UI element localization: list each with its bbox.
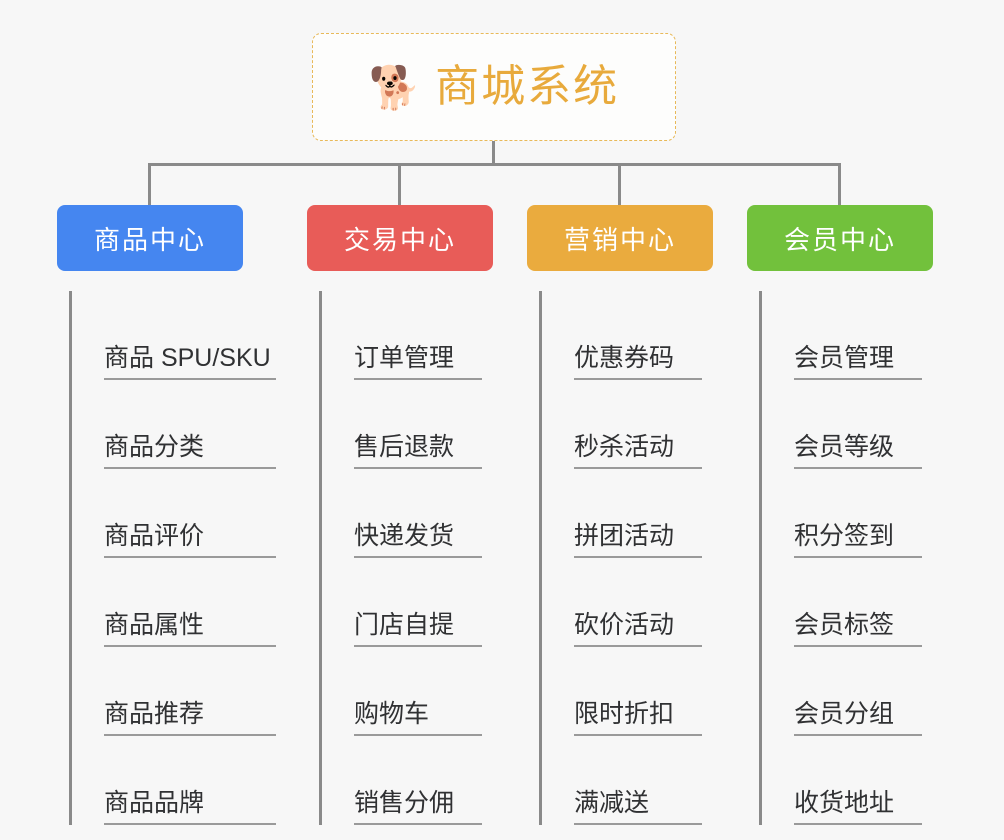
list-item[interactable]: 商品 SPU/SKU (72, 291, 307, 380)
leaf-label: 满减送 (574, 789, 702, 825)
list-item[interactable]: 售后退款 (322, 380, 529, 469)
root-title: 商城系统 (435, 62, 620, 111)
category-header-2[interactable]: 营销中心 (527, 205, 713, 271)
leaf-list-3: 会员管理 会员等级 积分签到 会员标签 会员分组 收货地址 (759, 291, 969, 825)
list-item[interactable]: 会员标签 (762, 558, 969, 647)
leaf-label: 秒杀活动 (574, 433, 702, 469)
leaf-label: 商品评价 (104, 522, 276, 558)
list-item[interactable]: 购物车 (322, 647, 529, 736)
leaf-label: 会员等级 (794, 433, 922, 469)
list-item[interactable]: 会员管理 (762, 291, 969, 380)
leaf-label: 会员分组 (794, 700, 922, 736)
leaf-list-1: 订单管理 售后退款 快递发货 门店自提 购物车 销售分佣 (319, 291, 529, 825)
leaf-label: 商品分类 (104, 433, 276, 469)
list-item[interactable]: 订单管理 (322, 291, 529, 380)
leaf-label: 商品推荐 (104, 700, 276, 736)
leaf-label: 限时折扣 (574, 700, 702, 736)
leaf-label: 商品品牌 (104, 789, 276, 825)
list-item[interactable]: 会员分组 (762, 647, 969, 736)
leaf-label: 会员标签 (794, 611, 922, 647)
list-item[interactable]: 砍价活动 (542, 558, 749, 647)
list-item[interactable]: 限时折扣 (542, 647, 749, 736)
connector-drop-2 (618, 163, 621, 207)
list-item[interactable]: 满减送 (542, 736, 749, 825)
list-item[interactable]: 商品分类 (72, 380, 307, 469)
branch-商品中心: 商品中心 商品 SPU/SKU 商品分类 商品评价 商品属性 商品推荐 商品品牌 (57, 205, 307, 825)
leaf-label: 快递发货 (354, 522, 482, 558)
leaf-label: 会员管理 (794, 344, 922, 380)
list-item[interactable]: 门店自提 (322, 558, 529, 647)
leaf-list-2: 优惠券码 秒杀活动 拼团活动 砍价活动 限时折扣 满减送 (539, 291, 749, 825)
list-item[interactable]: 商品评价 (72, 469, 307, 558)
list-item[interactable]: 商品属性 (72, 558, 307, 647)
leaf-label: 售后退款 (354, 433, 482, 469)
connector-horizontal-bus (148, 163, 840, 166)
leaf-label: 商品 SPU/SKU (104, 344, 276, 380)
leaf-label: 优惠券码 (574, 344, 702, 380)
leaf-label: 订单管理 (354, 344, 482, 380)
list-item[interactable]: 收货地址 (762, 736, 969, 825)
list-item[interactable]: 会员等级 (762, 380, 969, 469)
root-node[interactable]: 🐕 商城系统 (312, 33, 676, 141)
leaf-label: 商品属性 (104, 611, 276, 647)
list-item[interactable]: 商品推荐 (72, 647, 307, 736)
list-item[interactable]: 拼团活动 (542, 469, 749, 558)
category-header-1[interactable]: 交易中心 (307, 205, 493, 271)
leaf-label: 收货地址 (794, 789, 922, 825)
leaf-label: 购物车 (354, 700, 482, 736)
list-item[interactable]: 销售分佣 (322, 736, 529, 825)
leaf-list-0: 商品 SPU/SKU 商品分类 商品评价 商品属性 商品推荐 商品品牌 (69, 291, 307, 825)
list-item[interactable]: 商品品牌 (72, 736, 307, 825)
list-item[interactable]: 快递发货 (322, 469, 529, 558)
branch-会员中心: 会员中心 会员管理 会员等级 积分签到 会员标签 会员分组 收货地址 (747, 205, 969, 825)
connector-drop-3 (838, 163, 841, 207)
connector-drop-1 (398, 163, 401, 207)
list-item[interactable]: 积分签到 (762, 469, 969, 558)
category-header-0[interactable]: 商品中心 (57, 205, 243, 271)
category-header-3[interactable]: 会员中心 (747, 205, 933, 271)
shiba-dog-icon: 🐕 (368, 64, 422, 111)
branch-营销中心: 营销中心 优惠券码 秒杀活动 拼团活动 砍价活动 限时折扣 满减送 (527, 205, 749, 825)
connector-drop-0 (148, 163, 151, 207)
leaf-label: 拼团活动 (574, 522, 702, 558)
list-item[interactable]: 优惠券码 (542, 291, 749, 380)
leaf-label: 积分签到 (794, 522, 922, 558)
leaf-label: 门店自提 (354, 611, 482, 647)
leaf-label: 砍价活动 (574, 611, 702, 647)
list-item[interactable]: 秒杀活动 (542, 380, 749, 469)
leaf-label: 销售分佣 (354, 789, 482, 825)
connector-root-stem (492, 141, 495, 165)
branch-交易中心: 交易中心 订单管理 售后退款 快递发货 门店自提 购物车 销售分佣 (307, 205, 529, 825)
